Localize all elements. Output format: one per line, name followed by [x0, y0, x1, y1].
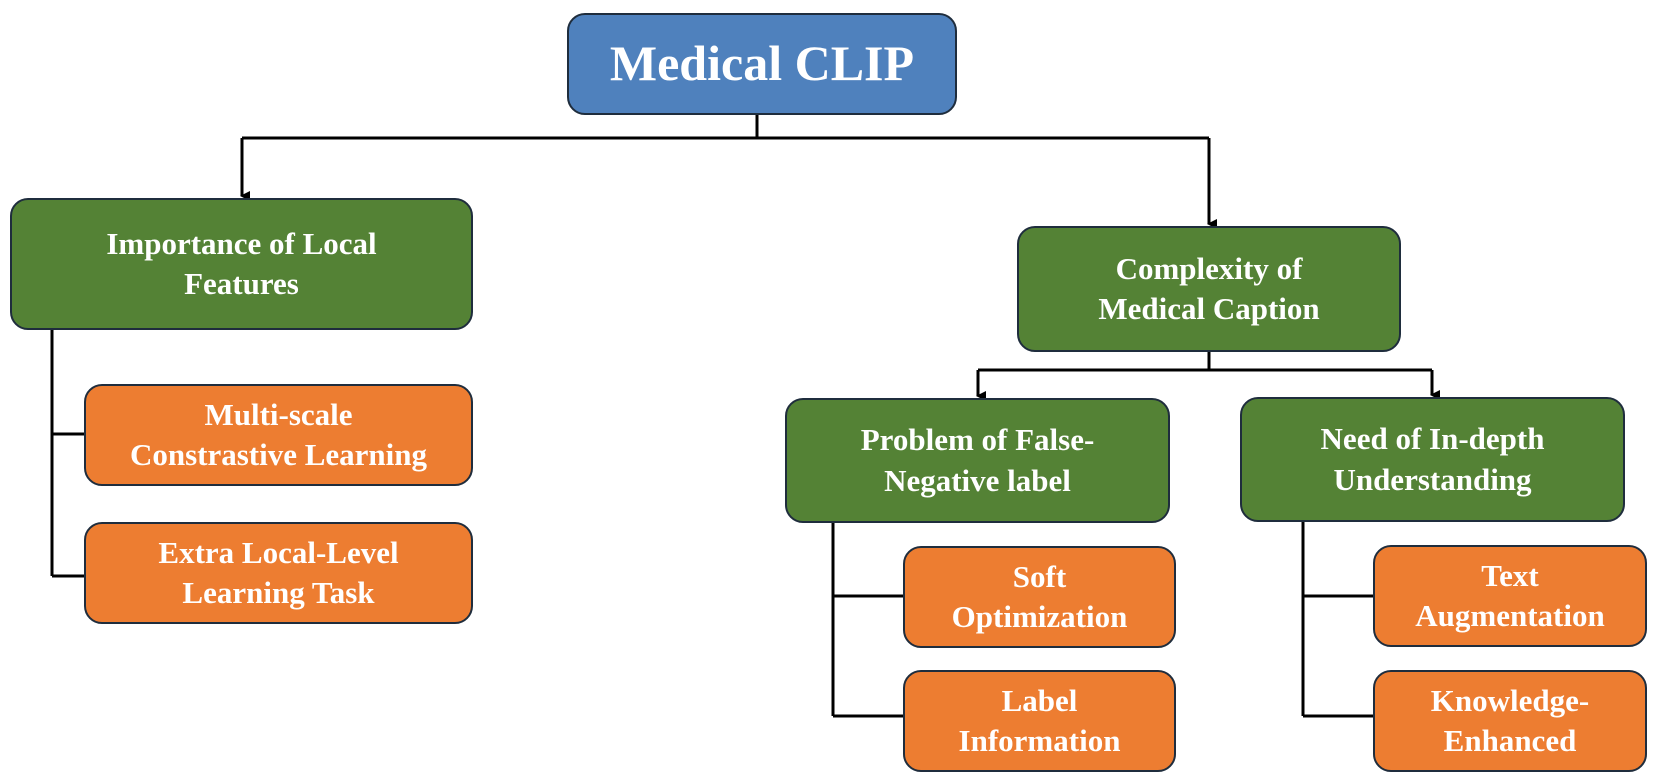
node-label: Knowledge- Enhanced — [1430, 682, 1590, 758]
node-extra-local-level-learning-task: Extra Local-Level Learning Task — [84, 522, 473, 624]
node-label-information: Label Information — [903, 670, 1176, 772]
node-text-augmentation: Text Augmentation — [1373, 545, 1647, 647]
node-knowledge-enhanced: Knowledge- Enhanced — [1373, 670, 1647, 772]
node-label: Text Augmentation — [1415, 557, 1605, 633]
node-label: Importance of Local Features — [106, 225, 377, 301]
node-label: Soft Optimization — [951, 558, 1128, 634]
node-label: Problem of False- Negative label — [860, 422, 1095, 498]
node-complexity-of-medical-caption: Complexity of Medical Caption — [1017, 226, 1401, 352]
node-need-of-in-depth-understanding: Need of In-depth Understanding — [1240, 397, 1625, 522]
node-multi-scale-constrastive-learning: Multi-scale Constrastive Learning — [84, 384, 473, 486]
root-node-medical-clip: Medical CLIP — [567, 13, 957, 115]
node-label: Label Information — [958, 682, 1121, 758]
node-soft-optimization: Soft Optimization — [903, 546, 1176, 648]
node-problem-of-false-negative-label: Problem of False- Negative label — [785, 398, 1170, 523]
node-label: Extra Local-Level Learning Task — [158, 534, 399, 610]
node-importance-of-local-features: Importance of Local Features — [10, 198, 473, 330]
root-node-label: Medical CLIP — [609, 35, 915, 92]
node-label: Need of In-depth Understanding — [1320, 421, 1545, 497]
node-label: Complexity of Medical Caption — [1098, 250, 1320, 326]
node-label: Multi-scale Constrastive Learning — [129, 396, 428, 472]
